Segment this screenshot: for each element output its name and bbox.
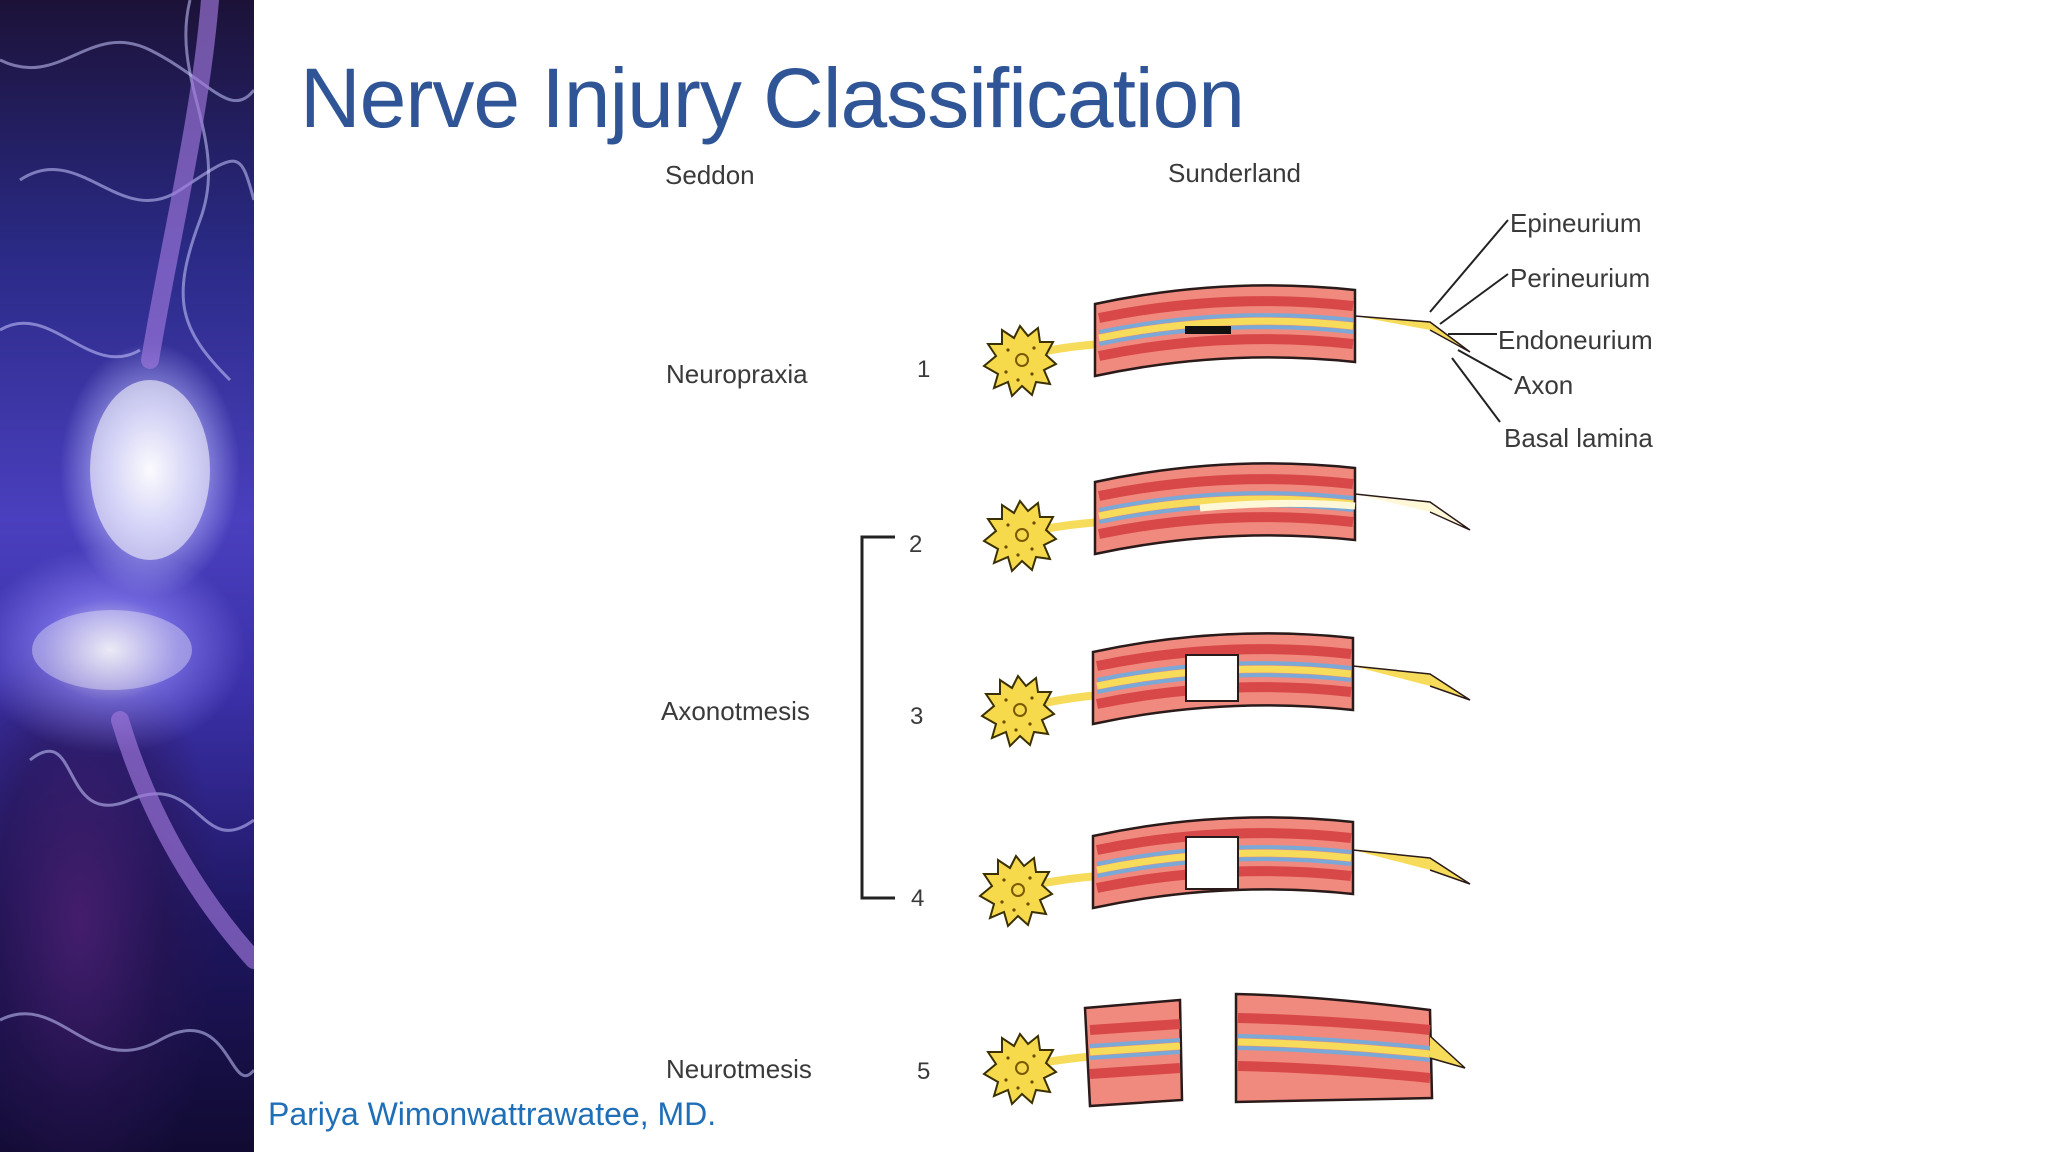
perineurium-label: Perineurium xyxy=(1510,263,1650,293)
grade-1-label: 1 xyxy=(917,356,930,383)
nerve-grade-2 xyxy=(983,463,1471,572)
endoneurial-gap xyxy=(1185,654,1239,702)
conduction-block xyxy=(1185,326,1231,334)
grade-5-label: 5 xyxy=(917,1058,930,1085)
axonotmesis-label: Axonotmesis xyxy=(661,696,810,726)
epineurium-label: Epineurium xyxy=(1510,208,1642,238)
seddon-header: Seddon xyxy=(665,160,755,190)
endoneurium-label: Endoneurium xyxy=(1498,325,1653,355)
grade-4-label: 4 xyxy=(911,885,924,912)
degenerated-axon xyxy=(1199,499,1356,512)
sunderland-header: Sunderland xyxy=(1168,158,1301,188)
perineurial-gap xyxy=(1185,836,1239,890)
axon-label: Axon xyxy=(1514,370,1573,400)
basal-lamina-label: Basal lamina xyxy=(1504,423,1653,453)
nerve-grade-5 xyxy=(983,992,1466,1108)
axonotmesis-bracket xyxy=(860,535,895,900)
neuropraxia-label: Neuropraxia xyxy=(666,359,808,389)
sidebar-background-image xyxy=(0,0,254,1152)
nerve-grade-1 xyxy=(983,285,1471,397)
grade-3-label: 3 xyxy=(910,703,923,730)
nerve-grade-3 xyxy=(981,633,1471,747)
author-credit: Pariya Wimonwattrawatee, MD. xyxy=(268,1096,717,1132)
nerve-grade-4 xyxy=(979,817,1471,927)
slide-title: Nerve Injury Classification xyxy=(300,51,1245,145)
neuron-artwork xyxy=(0,0,254,1078)
leader-lines xyxy=(1429,219,1513,423)
grade-2-label: 2 xyxy=(909,531,922,558)
neurotmesis-label: Neurotmesis xyxy=(666,1054,812,1084)
